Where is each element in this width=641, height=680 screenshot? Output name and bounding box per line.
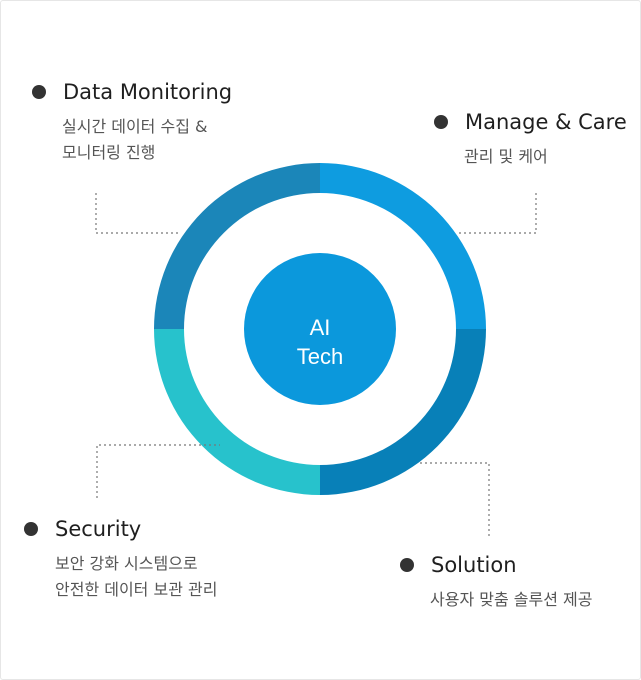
connector-data-monitoring <box>95 193 180 234</box>
item-manage-care: Manage & Care 관리 및 케어 <box>434 110 627 170</box>
ring-segment-solution <box>320 329 486 495</box>
bullet-icon <box>32 85 46 99</box>
item-desc-line: 안전한 데이터 보관 관리 <box>55 580 218 599</box>
center-label: AI Tech <box>244 266 396 418</box>
item-title: Manage & Care <box>465 110 627 134</box>
bullet-icon <box>400 558 414 572</box>
center-circle <box>244 253 396 405</box>
item-desc-line: 모니터링 진행 <box>62 143 156 162</box>
item-desc-line: 실시간 데이터 수집 & <box>62 117 208 136</box>
bullet-icon <box>434 115 448 129</box>
item-desc-line: 관리 및 케어 <box>464 147 548 166</box>
item-solution: Solution 사용자 맞춤 솔루션 제공 <box>400 553 592 613</box>
item-desc-line: 사용자 맞춤 솔루션 제공 <box>430 590 593 609</box>
item-desc-line: 보안 강화 시스템으로 <box>55 554 198 573</box>
bullet-icon <box>24 522 38 536</box>
item-title: Security <box>55 517 142 541</box>
connector-solution <box>418 462 490 536</box>
ring-segment-manage-care <box>320 163 486 329</box>
item-security: Security 보안 강화 시스템으로 안전한 데이터 보관 관리 <box>24 517 217 603</box>
item-title: Solution <box>431 553 517 577</box>
connector-security <box>96 444 220 498</box>
connector-manage-care <box>458 193 537 234</box>
item-data-monitoring: Data Monitoring 실시간 데이터 수집 & 모니터링 진행 <box>32 80 232 166</box>
item-title: Data Monitoring <box>63 80 233 104</box>
center-label-line1: AI <box>309 315 331 340</box>
ring-segment-security <box>154 329 320 495</box>
ring-segment-data-monitoring <box>154 163 320 329</box>
center-label-line2: Tech <box>296 344 344 369</box>
